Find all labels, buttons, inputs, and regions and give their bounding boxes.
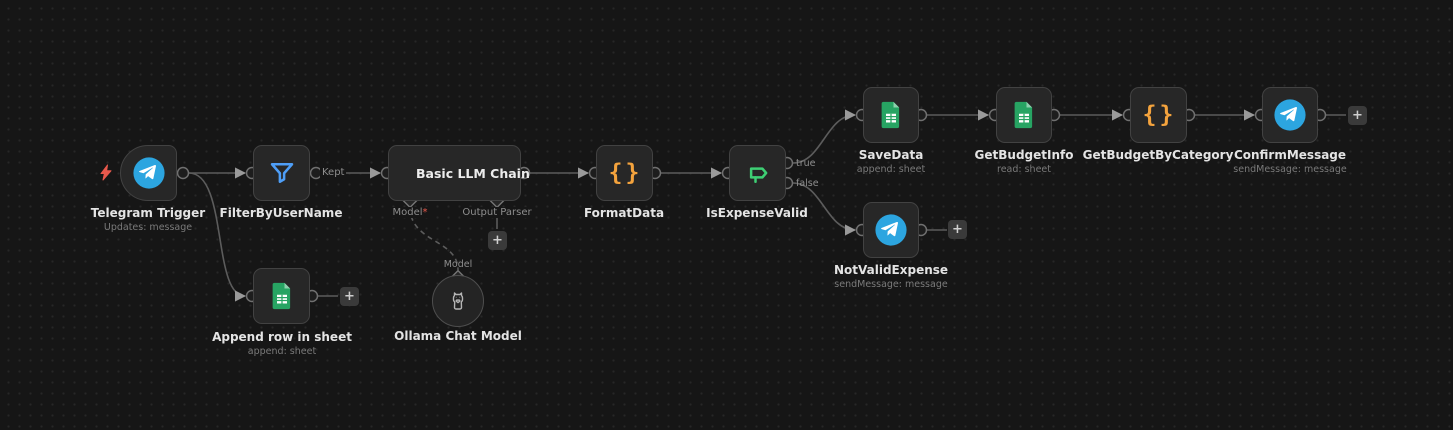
node-subtitle: read: sheet — [996, 164, 1051, 175]
port-label-output-parser: Output Parser — [460, 207, 534, 218]
filter-icon — [270, 163, 293, 183]
port-label-ollama-model: Model — [443, 259, 473, 270]
google-sheets-icon — [1014, 101, 1033, 129]
caption-not-valid-expense: NotValidExpense sendMessage: message — [834, 263, 948, 291]
caption-filter-by-user-name: FilterByUserName — [220, 206, 343, 220]
lightning-bolt-icon — [100, 164, 112, 181]
node-title: SaveData — [858, 148, 924, 162]
node-get-budget-by-category[interactable]: {} — [1130, 87, 1187, 143]
add-output-parser-button[interactable]: + — [488, 231, 507, 250]
node-title: Telegram Trigger — [90, 206, 206, 220]
edge-label-kept: Kept — [320, 167, 347, 178]
node-title: IsExpenseValid — [706, 206, 808, 220]
node-title: GetBudgetInfo — [974, 148, 1074, 162]
node-is-expense-valid[interactable] — [729, 145, 786, 201]
node-confirm-message[interactable] — [1262, 87, 1318, 143]
node-title: NotValidExpense — [833, 263, 949, 277]
google-sheets-icon — [881, 101, 900, 129]
port-label-model: Model* — [390, 207, 430, 218]
telegram-icon — [1274, 99, 1306, 131]
telegram-icon — [132, 157, 165, 189]
port-out-telegram-trigger[interactable] — [176, 166, 190, 180]
node-subtitle: Updates: message — [103, 222, 193, 233]
edge-label-true: true — [796, 158, 816, 169]
node-title: GetBudgetByCategory — [1082, 148, 1234, 162]
node-format-data[interactable]: {} — [596, 145, 653, 201]
caption-format-data: FormatData — [584, 206, 664, 220]
caption-append-row-in-sheet: Append row in sheet append: sheet — [212, 330, 352, 358]
node-title: Ollama Chat Model — [394, 329, 522, 343]
node-subtitle: append: sheet — [856, 164, 926, 175]
caption-ollama-chat-model: Ollama Chat Model — [394, 329, 522, 343]
google-sheets-icon — [272, 282, 290, 310]
node-subtitle: append: sheet — [247, 346, 317, 357]
node-not-valid-expense[interactable] — [863, 202, 919, 258]
node-title: ConfirmMessage — [1233, 148, 1347, 162]
node-title: FilterByUserName — [219, 206, 343, 220]
add-node-button[interactable]: + — [948, 220, 967, 239]
llama-icon — [452, 292, 464, 310]
node-title: Append row in sheet — [212, 330, 352, 344]
edge-trigger-to-append-row — [188, 172, 247, 302]
caption-save-data: SaveData append: sheet — [857, 148, 925, 176]
telegram-icon — [875, 214, 907, 246]
node-append-row-in-sheet[interactable] — [253, 268, 310, 324]
port-label-model-text: Model — [392, 207, 423, 218]
node-get-budget-info[interactable] — [996, 87, 1052, 143]
caption-confirm-message: ConfirmMessage sendMessage: message — [1233, 148, 1346, 176]
caption-get-budget-info: GetBudgetInfo read: sheet — [975, 148, 1074, 176]
node-title: Basic LLM Chain — [416, 165, 530, 181]
add-node-button[interactable]: + — [1348, 106, 1367, 125]
node-title: FormatData — [583, 206, 665, 220]
node-subtitle: sendMessage: message — [834, 279, 948, 290]
code-braces-icon: {} — [608, 160, 643, 186]
required-marker: * — [422, 207, 428, 218]
node-basic-llm-chain[interactable]: Basic LLM Chain — [388, 145, 530, 201]
caption-get-budget-by-category: GetBudgetByCategory — [1083, 148, 1234, 162]
caption-is-expense-valid: IsExpenseValid — [706, 206, 808, 220]
node-subtitle: sendMessage: message — [1233, 164, 1347, 175]
node-filter-by-user-name[interactable] — [253, 145, 310, 201]
edge-label-false: false — [796, 178, 819, 189]
add-node-button[interactable]: + — [340, 287, 359, 306]
node-save-data[interactable] — [863, 87, 919, 143]
edge-switch-true-to-save-data — [792, 109, 857, 164]
switch-sign-icon — [749, 167, 767, 183]
node-telegram-trigger[interactable] — [120, 145, 177, 201]
node-ollama-chat-model[interactable] — [432, 275, 484, 327]
code-braces-icon: {} — [1142, 102, 1177, 128]
caption-telegram-trigger: Telegram Trigger Updates: message — [91, 206, 205, 234]
